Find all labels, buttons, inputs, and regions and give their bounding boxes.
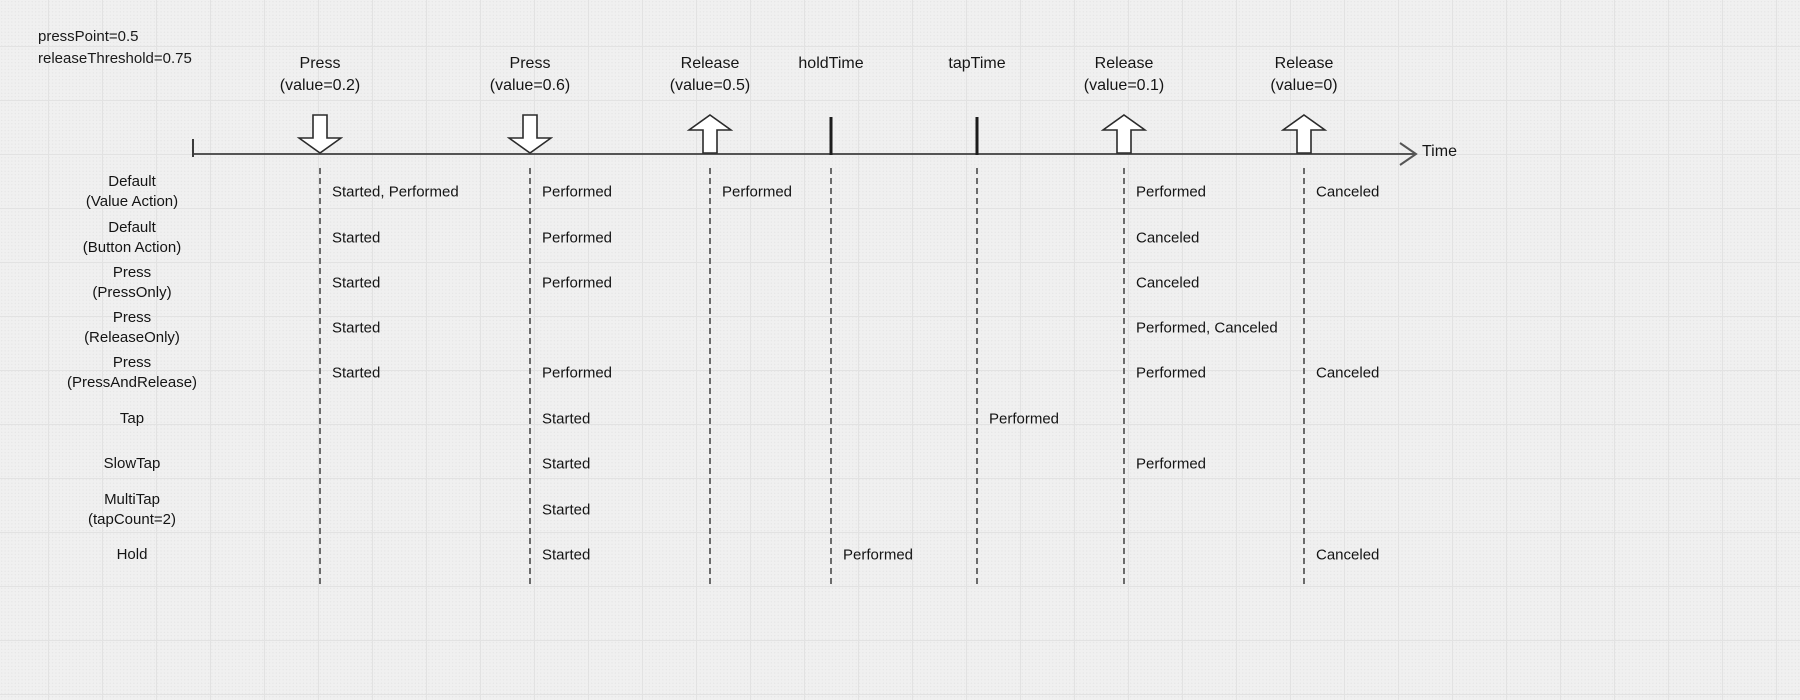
event-label-release-2: Release (value=0.1): [1083, 55, 1165, 94]
column-guide-release-2: [1123, 168, 1125, 584]
cell-press-pressandrelease-release-3: Canceled: [1316, 364, 1380, 382]
press-arrow-down-icon-press-1: [296, 114, 344, 159]
timeline-axis-label: Time: [1422, 143, 1457, 160]
release-arrow-up-icon-release-1: [686, 114, 734, 159]
cell-press-pressandrelease-press-1: Started: [332, 364, 381, 382]
cell-multitap-press-2: Started: [542, 501, 591, 519]
column-guide-tap-time: [976, 168, 978, 584]
cell-hold-release-3: Canceled: [1316, 546, 1380, 564]
timeline-start-tick: [192, 139, 194, 157]
cell-press-pressonly-press-1: Started: [332, 274, 381, 292]
row-label-press-releaseonly: Press (ReleaseOnly): [84, 309, 180, 346]
row-label-press-pressonly: Press (PressOnly): [92, 264, 172, 301]
cell-press-pressandrelease-press-2: Performed: [542, 364, 613, 382]
cell-hold-press-2: Started: [542, 546, 591, 564]
time-marker-bar-tap-time: [975, 117, 979, 155]
time-marker-bar-hold-time: [829, 117, 833, 155]
cell-default-value-action-release-1: Performed: [722, 183, 793, 201]
event-label-hold-time: holdTime: [798, 55, 864, 72]
event-label-tap-time: tapTime: [948, 55, 1006, 72]
cell-slowtap-release-2: Performed: [1136, 455, 1207, 473]
event-label-press-1: Press (value=0.2): [279, 55, 361, 94]
cell-default-button-action-press-2: Performed: [542, 229, 613, 247]
event-label-release-3: Release (value=0): [1270, 55, 1338, 94]
row-label-multitap: MultiTap (tapCount=2): [88, 491, 176, 528]
row-label-default-button-action: Default (Button Action): [82, 219, 182, 256]
cell-press-pressonly-press-2: Performed: [542, 274, 613, 292]
cell-tap-press-2: Started: [542, 410, 591, 428]
row-label-tap: Tap: [119, 410, 145, 427]
cell-default-value-action-press-1: Started, Performed: [332, 183, 459, 201]
cell-slowtap-press-2: Started: [542, 455, 591, 473]
event-label-release-1: Release (value=0.5): [669, 55, 751, 94]
row-label-hold: Hold: [116, 546, 148, 563]
timeline-axis: [192, 153, 1414, 155]
cell-default-button-action-release-2: Canceled: [1136, 229, 1200, 247]
cell-tap-tap-time: Performed: [989, 410, 1060, 428]
cell-default-value-action-release-3: Canceled: [1316, 183, 1380, 201]
column-guide-release-3: [1303, 168, 1305, 584]
timeline-arrowhead-icon: [1398, 141, 1420, 172]
row-label-slowtap: SlowTap: [103, 455, 161, 472]
row-label-press-pressandrelease: Press (PressAndRelease): [66, 354, 198, 391]
column-guide-release-1: [709, 168, 711, 584]
cell-default-button-action-press-1: Started: [332, 229, 381, 247]
column-guide-hold-time: [830, 168, 832, 584]
column-guide-press-1: [319, 168, 321, 584]
cell-default-value-action-press-2: Performed: [542, 183, 613, 201]
cell-hold-hold-time: Performed: [843, 546, 914, 564]
cell-press-pressandrelease-release-2: Performed: [1136, 364, 1207, 382]
parameters-note: pressPoint=0.5 releaseThreshold=0.75: [38, 28, 192, 67]
column-guide-press-2: [529, 168, 531, 584]
cell-press-releaseonly-release-2: Performed, Canceled: [1136, 319, 1278, 337]
cell-press-releaseonly-press-1: Started: [332, 319, 381, 337]
cell-press-pressonly-release-2: Canceled: [1136, 274, 1200, 292]
event-label-press-2: Press (value=0.6): [489, 55, 571, 94]
release-arrow-up-icon-release-2: [1100, 114, 1148, 159]
press-arrow-down-icon-press-2: [506, 114, 554, 159]
cell-default-value-action-release-2: Performed: [1136, 183, 1207, 201]
row-label-default-value-action: Default (Value Action): [85, 173, 179, 210]
release-arrow-up-icon-release-3: [1280, 114, 1328, 159]
